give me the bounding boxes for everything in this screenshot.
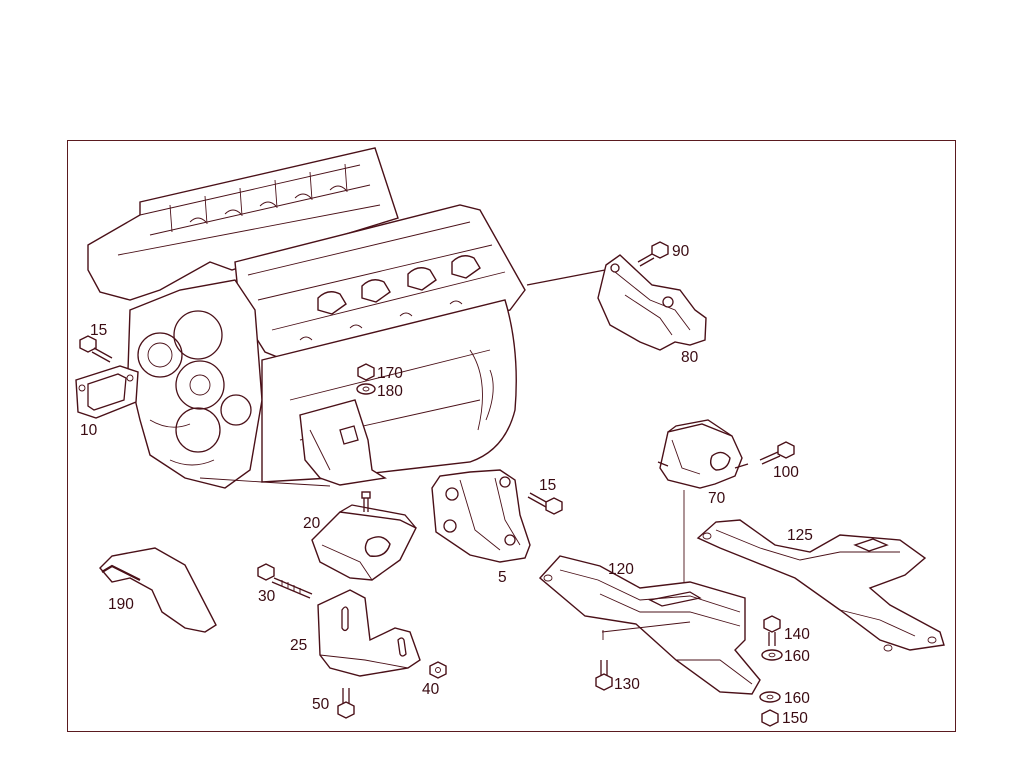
- label-50: 50: [312, 696, 330, 713]
- part-170-nut: [357, 363, 375, 381]
- label-30: 30: [258, 588, 276, 605]
- label-160-upper: 160: [784, 648, 810, 665]
- part-150-nut: [761, 709, 779, 727]
- part-125-crossmember: [696, 519, 945, 652]
- label-180: 180: [377, 383, 403, 400]
- label-90: 90: [672, 243, 690, 260]
- part-20-engine-mount: [311, 491, 417, 581]
- label-5: 5: [498, 569, 507, 586]
- label-15-left: 15: [90, 322, 107, 339]
- part-90-bolt: [637, 241, 669, 267]
- label-190: 190: [108, 596, 134, 613]
- label-10: 10: [80, 422, 98, 439]
- label-80: 80: [681, 349, 699, 366]
- part-180-washer: [356, 383, 376, 395]
- part-70-transmission-mount: [657, 419, 749, 489]
- part-80-bracket: [526, 254, 707, 351]
- label-100: 100: [773, 464, 799, 481]
- part-120-crossmember: [538, 555, 761, 695]
- part-10-cover-plate: [75, 365, 139, 419]
- label-170: 170: [377, 365, 403, 382]
- part-5-support-bracket: [431, 469, 531, 563]
- label-160-lower: 160: [784, 690, 810, 707]
- label-150: 150: [782, 710, 808, 727]
- part-15-bolt-right: [527, 492, 563, 515]
- part-15-bolt-left: [79, 335, 113, 363]
- label-140: 140: [784, 626, 810, 643]
- part-30-bolt: [257, 563, 313, 599]
- part-130-bolt: [595, 660, 613, 691]
- label-20: 20: [303, 515, 321, 532]
- part-40-nut: [429, 661, 447, 679]
- label-25: 25: [290, 637, 307, 654]
- part-25-bracket: [317, 589, 421, 677]
- diagram-frame: [67, 140, 956, 732]
- label-125: 125: [787, 527, 813, 544]
- part-190-heat-shield: [99, 547, 217, 633]
- engine-block: [87, 147, 526, 489]
- label-15-right: 15: [539, 477, 556, 494]
- label-130: 130: [614, 676, 640, 693]
- label-40: 40: [422, 681, 440, 698]
- part-160-washer-upper: [761, 649, 783, 661]
- label-70: 70: [708, 490, 726, 507]
- part-160-washer-lower: [759, 691, 781, 703]
- part-50-bolt: [337, 688, 355, 719]
- label-120: 120: [608, 561, 634, 578]
- part-140-bolt: [763, 615, 781, 646]
- part-100-bolt: [759, 441, 795, 465]
